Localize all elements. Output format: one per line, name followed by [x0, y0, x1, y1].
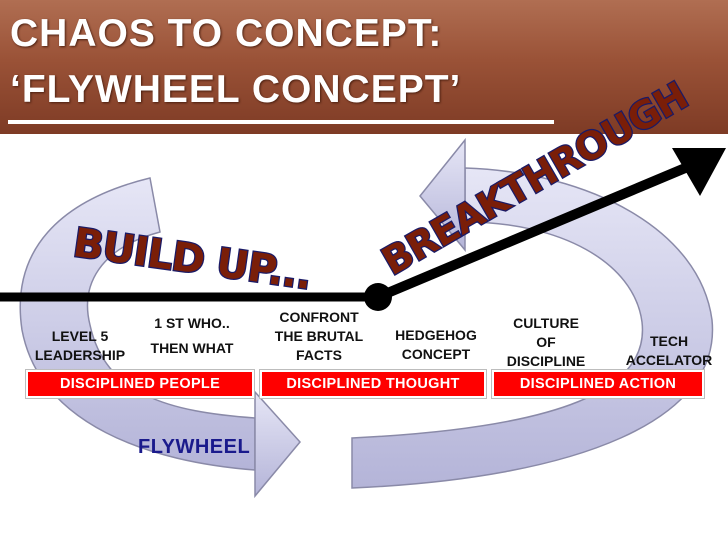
title-underline [8, 120, 554, 124]
breakthrough-label: BREAKTHROUGH [375, 74, 695, 284]
step-level-5-leadership: LEVEL 5 LEADERSHIP [34, 328, 126, 363]
title-banner: CHAOS TO CONCEPT: ‘FLYWHEEL CONCEPT’ [0, 0, 728, 134]
step-culture-of-discipline: CULTURE OF DISCIPLINE [506, 315, 586, 369]
step-hedgehog-concept: HEDGEHOG CONCEPT [395, 327, 477, 362]
cycle-arrow-right [351, 167, 714, 489]
title-line-1: CHAOS TO CONCEPT: [10, 12, 443, 55]
center-panel [262, 300, 494, 370]
cycle-arrowhead-bottom [254, 390, 301, 499]
stage-disciplined-action: DISCIPLINED ACTION [492, 370, 704, 398]
step-first-who: 1 ST WHO.. THEN WHAT [150, 315, 234, 356]
step-tech-accelator: TECH ACCELATOR [625, 333, 713, 368]
stage-disciplined-thought: DISCIPLINED THOUGHT [260, 370, 486, 398]
stage-disciplined-people: DISCIPLINED PEOPLE [26, 370, 254, 398]
step-confront-brutal-facts: CONFRONT THE BRUTAL FACTS [274, 309, 364, 363]
build-up-label: BUILD UP... [70, 220, 314, 299]
title-line-2: ‘FLYWHEEL CONCEPT’ [10, 68, 462, 111]
flywheel-label: FLYWHEEL [138, 436, 251, 458]
inflection-point [364, 283, 392, 311]
cycle-arrowhead-top [419, 137, 466, 253]
